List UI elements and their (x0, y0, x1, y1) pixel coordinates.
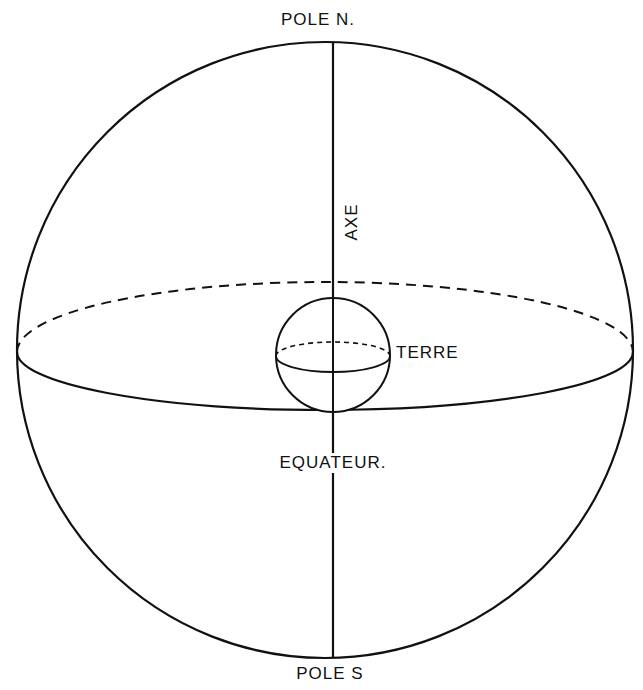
text-label: POLE S (296, 664, 363, 684)
axis-line (332, 42, 334, 658)
text-label: AXE (342, 203, 362, 240)
earth-equator-front (276, 356, 390, 372)
earth-equator-back (276, 342, 390, 356)
text-label: POLE N. (281, 10, 355, 30)
earth-outline (276, 298, 390, 412)
earth-axis (332, 298, 334, 412)
text-label: TERRE (396, 343, 459, 363)
text-label: EQUATEUR. (277, 453, 390, 473)
sphere-outline (17, 42, 633, 658)
